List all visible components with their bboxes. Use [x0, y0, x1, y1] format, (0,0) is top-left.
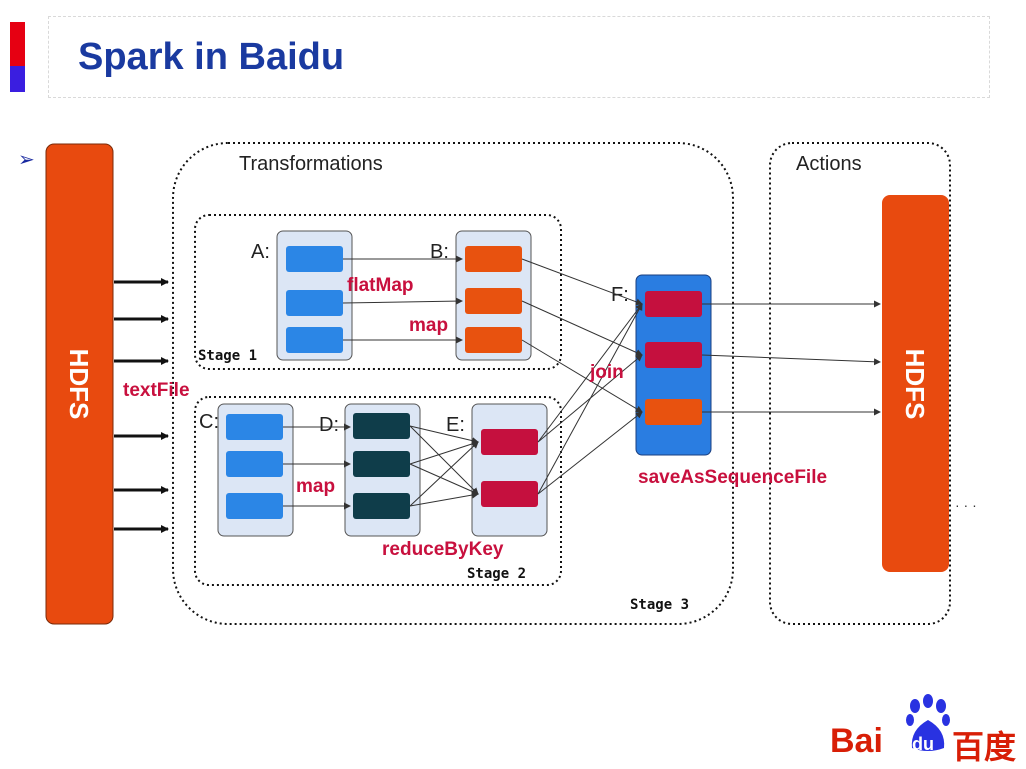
- rdd-a-label: A:: [251, 241, 270, 263]
- rdd-a-partition: [286, 290, 343, 316]
- edges-f-to-hdfs: [701, 300, 881, 416]
- rdd-e: [471, 403, 548, 537]
- rdd-d-partition: [353, 413, 410, 439]
- op-map-stage1: map: [409, 315, 448, 336]
- logo-chinese: 百度: [952, 728, 1017, 766]
- rdd-a-partition: [286, 246, 343, 272]
- rdd-c-partition: [226, 451, 283, 477]
- actions-group: [769, 142, 951, 625]
- rdd-b-partition: [465, 288, 522, 314]
- title-accent-blue: [10, 66, 25, 92]
- hdfs-input-arrows: [114, 278, 169, 533]
- op-reducebykey: reduceByKey: [382, 539, 504, 560]
- rdd-c-partition: [226, 414, 283, 440]
- edges-d-to-e: [409, 425, 479, 507]
- title-box: [48, 16, 990, 98]
- edges-join-to-f: [521, 258, 643, 495]
- title-accent-red: [10, 22, 25, 66]
- actions-label: Actions: [796, 153, 862, 175]
- op-flatmap: flatMap: [347, 275, 414, 296]
- op-map-stage2: map: [296, 476, 335, 497]
- stage1-box: [194, 214, 562, 370]
- logo-du: du: [912, 734, 934, 754]
- rdd-d-partition: [353, 451, 410, 477]
- op-textfile: textFile: [123, 380, 190, 401]
- ellipsis: · · ·: [955, 497, 977, 513]
- rdd-e-label: E:: [446, 414, 465, 436]
- rdd-d-partition: [353, 493, 410, 519]
- edges-a-to-b: [342, 255, 463, 344]
- hdfs-left: [45, 143, 114, 625]
- transformations-group: [172, 142, 734, 625]
- rdd-e-partition: [481, 481, 538, 507]
- baidu-logo: [906, 694, 950, 751]
- transformations-label: Transformations: [239, 153, 383, 175]
- logo-text: Bai: [830, 722, 883, 760]
- bullet-arrow-icon: ➢: [18, 149, 35, 171]
- paw-icon: [906, 694, 950, 751]
- hdfs-left-label: HDFS: [64, 349, 94, 420]
- rdd-e-partition: [481, 429, 538, 455]
- op-saveassequencefile: saveAsSequenceFile: [638, 467, 827, 488]
- rdd-b-partition: [465, 246, 522, 272]
- stage2-label: Stage 2: [467, 566, 526, 582]
- page-title: Spark in Baidu: [78, 36, 345, 78]
- rdd-a-partition: [286, 327, 343, 353]
- rdd-c-label: C:: [199, 411, 219, 433]
- rdd-f-label: F:: [611, 284, 629, 306]
- rdd-c-partition: [226, 493, 283, 519]
- rdd-d-label: D:: [319, 414, 339, 436]
- stage3-label: Stage 3: [630, 597, 689, 613]
- edges-c-to-d: [283, 423, 351, 510]
- rdd-f-partition: [645, 399, 702, 425]
- rdd-f-partition: [645, 342, 702, 368]
- stage1-label: Stage 1: [198, 348, 257, 364]
- stage2-box: [194, 396, 562, 586]
- op-join: join: [589, 362, 624, 383]
- rdd-b-partition: [465, 327, 522, 353]
- hdfs-right: [882, 195, 949, 572]
- hdfs-right-label: HDFS: [900, 349, 930, 420]
- rdd-b-label: B:: [430, 241, 449, 263]
- rdd-f-partition: [645, 291, 702, 317]
